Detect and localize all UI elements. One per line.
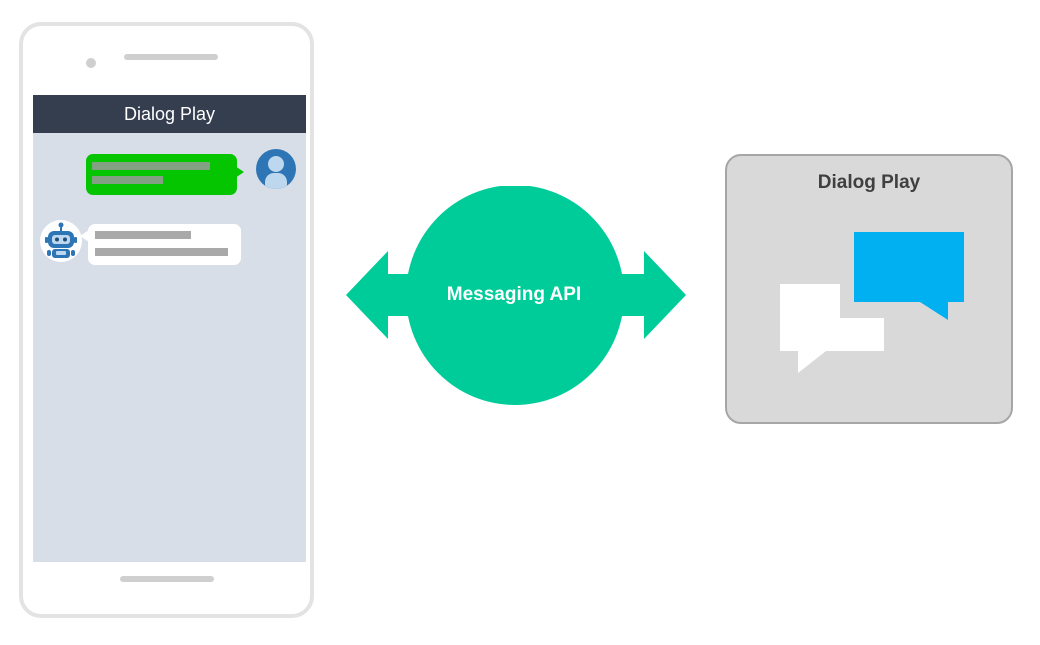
bot-avatar-icon <box>40 220 82 262</box>
user-message-bubble <box>86 154 237 195</box>
phone-home-bar <box>120 576 214 582</box>
user-message-line <box>92 162 210 170</box>
user-avatar-icon <box>256 149 296 189</box>
double-arrow-icon <box>346 186 686 405</box>
app-title: Dialog Play <box>33 95 306 133</box>
chat-bubbles-icon <box>780 232 964 373</box>
api-label: Messaging API <box>446 284 582 305</box>
user-message-tail <box>235 166 244 178</box>
bot-message-line <box>95 248 228 256</box>
phone-speaker <box>124 54 218 60</box>
phone-camera <box>86 58 96 68</box>
bot-message-tail <box>80 230 89 242</box>
bot-message-bubble <box>88 224 241 265</box>
bot-message-line <box>95 231 191 239</box>
user-message-line <box>92 176 163 184</box>
service-title: Dialog Play <box>817 172 921 193</box>
